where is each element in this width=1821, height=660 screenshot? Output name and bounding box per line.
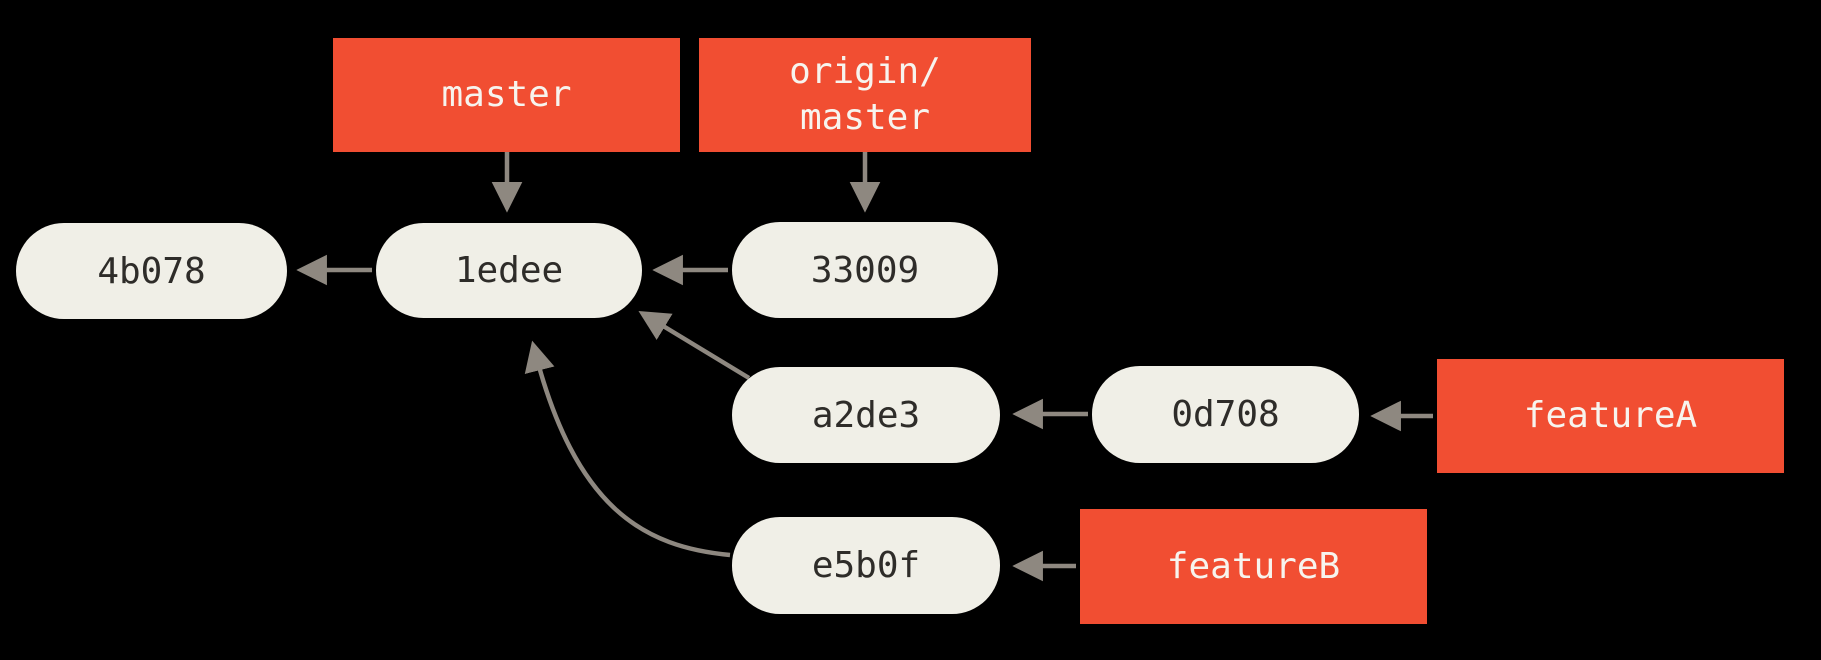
commit-node-0d708: 0d708 (1092, 366, 1359, 463)
commit-hash-e5b0f: e5b0f (811, 545, 921, 586)
branch-label-featureA-text: featureA (1523, 395, 1698, 436)
arrow-a2de3-to-1edee (638, 311, 751, 380)
commit-node-1edee: 1edee (376, 223, 642, 318)
commit-hash-0d708: 0d708 (1171, 394, 1280, 435)
branch-label-origin-master-line2: master (799, 97, 931, 138)
commit-hash-4b078: 4b078 (97, 250, 206, 292)
arrow-e5b0f-to-1edee (524, 340, 731, 558)
branch-label-origin-master: origin/ master (699, 38, 1031, 152)
commit-node-4b078: 4b078 (16, 223, 287, 319)
branch-label-origin-master-line1: origin/ (789, 51, 941, 92)
branch-label-featureB: featureB (1080, 509, 1427, 624)
commit-node-33009: 33009 (732, 222, 998, 318)
commit-hash-33009: 33009 (810, 249, 920, 291)
branch-label-master-text: master (441, 74, 572, 115)
branch-label-master: master (333, 38, 680, 152)
commit-node-a2de3: a2de3 (732, 367, 1000, 463)
branch-label-featureB-text: featureB (1166, 545, 1341, 587)
commit-hash-a2de3: a2de3 (811, 394, 921, 436)
branch-label-featureA: featureA (1437, 359, 1784, 473)
commit-hash-1edee: 1edee (454, 250, 564, 291)
commit-node-e5b0f: e5b0f (732, 517, 1000, 614)
